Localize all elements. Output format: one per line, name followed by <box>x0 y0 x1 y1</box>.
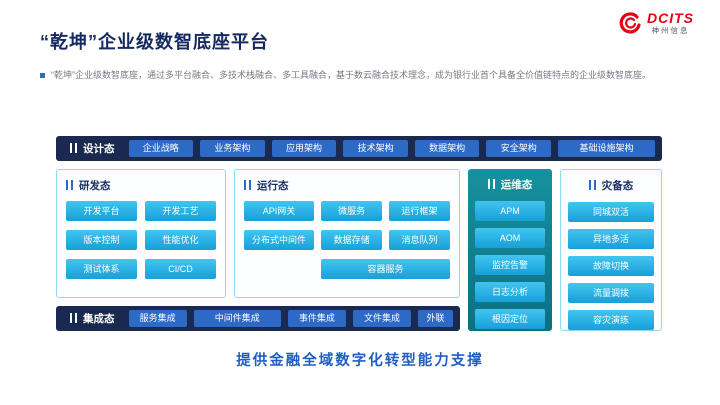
design-item: 安全架构 <box>486 139 552 157</box>
ops-state-header: 运维态 <box>475 177 545 192</box>
integration-item: 文件集成 <box>352 309 412 327</box>
run-grid: API网关 微服务 运行框架 分布式中间件 数据存储 消息队列 容器服务 <box>244 200 450 279</box>
design-item: 企业战略 <box>128 139 194 157</box>
run-item: 运行框架 <box>389 200 450 221</box>
run-item: 数据存储 <box>321 229 383 250</box>
dev-grid: 开发平台 开发工艺 版本控制 性能优化 测试体系 CI/CD <box>66 200 216 279</box>
dev-state-header: 研发态 <box>66 178 216 193</box>
integration-item: 事件集成 <box>287 309 346 327</box>
integration-item: 服务集成 <box>128 309 187 327</box>
state-bars-icon <box>70 143 78 154</box>
design-item: 业务架构 <box>200 139 265 157</box>
diagram-main: 研发态 开发平台 开发工艺 版本控制 性能优化 测试体系 CI/CD <box>56 168 662 331</box>
design-item: 应用架构 <box>271 139 337 157</box>
dr-item: 容灾演练 <box>568 309 654 330</box>
logo: DCITS 神州信息 <box>617 10 694 36</box>
ops-state-column: 运维态 APM AOM 监控告警 日志分析 根因定位 <box>468 168 552 331</box>
ops-item: 监控告警 <box>475 254 545 275</box>
dev-item: CI/CD <box>145 258 216 279</box>
integration-state-label: 集成态 <box>63 311 122 326</box>
dr-item: 异地多活 <box>568 228 654 249</box>
subtitle-text: “乾坤”企业级数智底座，通过多平台融合、多技术栈融合、多工具融合，基于数云融合技… <box>51 70 651 80</box>
bullet-square-icon <box>40 73 45 78</box>
ops-item: 根因定位 <box>475 308 545 329</box>
logo-text: DCITS 神州信息 <box>647 9 694 36</box>
page-title: “乾坤”企业级数智底座平台 <box>40 32 269 52</box>
ops-item: 日志分析 <box>475 281 545 302</box>
integration-item: 中间件集成 <box>193 309 281 327</box>
dr-item: 故障切换 <box>568 255 654 276</box>
footer-slogan: 提供金融全域数字化转型能力支撑 <box>236 352 484 369</box>
design-item: 数据架构 <box>414 139 480 157</box>
run-item: 容器服务 <box>321 258 450 279</box>
state-bars-icon <box>70 313 78 324</box>
design-state-bar: 设计态 企业战略 业务架构 应用架构 技术架构 数据架构 安全架构 基础设施架构 <box>56 135 662 161</box>
run-state-box: 运行态 API网关 微服务 运行框架 分布式中间件 数据存储 消息队列 容器服务 <box>234 168 460 298</box>
dev-item: 测试体系 <box>66 258 137 279</box>
run-state-header: 运行态 <box>244 178 450 193</box>
dr-item: 同城双活 <box>568 201 654 222</box>
design-item: 基础设施架构 <box>558 139 655 157</box>
state-bars-icon <box>244 180 252 191</box>
logo-brand: DCITS <box>647 9 694 26</box>
design-state-label: 设计态 <box>63 141 122 156</box>
state-bars-icon <box>66 180 74 191</box>
logo-swoosh-icon <box>619 12 641 34</box>
dev-item: 开发工艺 <box>145 200 216 221</box>
run-item: 微服务 <box>321 200 383 221</box>
dr-state-header: 灾备态 <box>568 178 654 193</box>
integration-state-bar: 集成态 服务集成 中间件集成 事件集成 文件集成 外联 <box>56 305 460 331</box>
ops-item: AOM <box>475 227 545 248</box>
architecture-diagram: 设计态 企业战略 业务架构 应用架构 技术架构 数据架构 安全架构 基础设施架构… <box>56 135 662 331</box>
diagram-boxes: 研发态 开发平台 开发工艺 版本控制 性能优化 测试体系 CI/CD <box>56 168 460 298</box>
subtitle-row: “乾坤”企业级数智底座，通过多平台融合、多技术栈融合、多工具融合，基于数云融合技… <box>40 70 680 82</box>
dr-item: 流量调拨 <box>568 282 654 303</box>
ops-item: APM <box>475 200 545 221</box>
run-item: 分布式中间件 <box>244 229 315 250</box>
run-item: 消息队列 <box>389 229 450 250</box>
dev-item: 性能优化 <box>145 229 216 250</box>
run-item: API网关 <box>244 200 315 221</box>
dev-item: 版本控制 <box>66 229 137 250</box>
dr-state-column: 灾备态 同城双活 异地多活 故障切换 流量调拨 容灾演练 <box>560 168 662 331</box>
state-bars-icon <box>588 180 597 191</box>
dev-state-box: 研发态 开发平台 开发工艺 版本控制 性能优化 测试体系 CI/CD <box>56 168 226 298</box>
state-bars-icon <box>487 179 496 190</box>
integration-item: 外联 <box>418 309 453 327</box>
design-item: 技术架构 <box>343 139 408 157</box>
dev-item: 开发平台 <box>66 200 137 221</box>
diagram-left: 研发态 开发平台 开发工艺 版本控制 性能优化 测试体系 CI/CD <box>56 168 460 331</box>
logo-company: 神州信息 <box>651 26 690 36</box>
